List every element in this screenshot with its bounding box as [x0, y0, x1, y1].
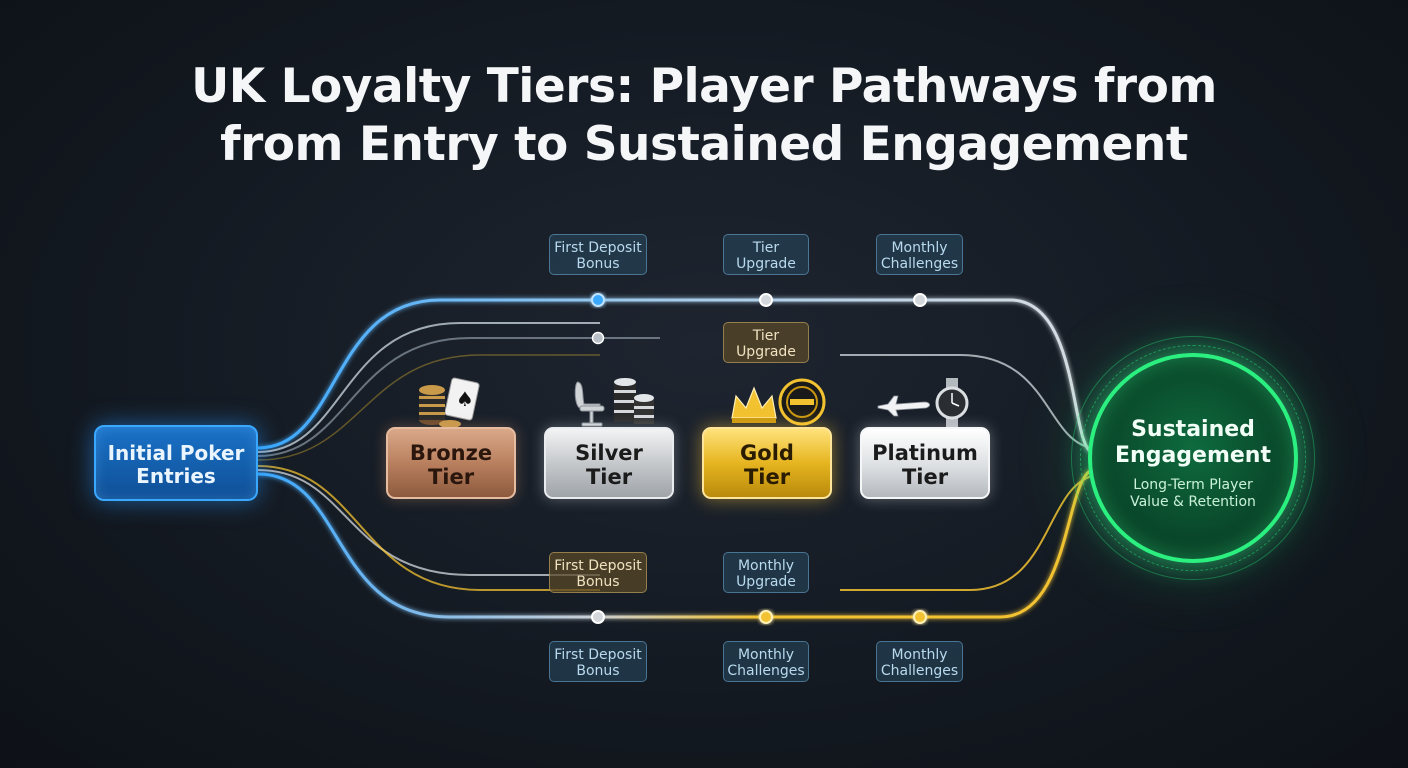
label-top-first-deposit: First Deposit Bonus: [549, 234, 647, 275]
path-top-third: [257, 337, 660, 457]
goal-title: Sustained Engagement: [1115, 417, 1271, 468]
label-bottom-first-deposit: First Deposit Bonus: [549, 641, 647, 682]
poker-chips-and-card-icon: ♠: [419, 377, 480, 428]
node-bottom-3: [913, 610, 927, 624]
entry-box-initial-poker-entries: Initial Poker Entries: [94, 425, 258, 501]
path-bottom-second: [257, 469, 600, 576]
tier-box-gold: Gold Tier: [702, 427, 832, 499]
label-lower-monthly-upgrade: Monthly Upgrade: [723, 552, 809, 593]
title-line-1: UK Loyalty Tiers: Player Pathways from: [191, 59, 1217, 114]
title-line-2: from Entry to Sustained Engagement: [220, 117, 1188, 172]
jet-and-watch-icon: [877, 378, 969, 428]
goal-outer-ring: [1071, 336, 1315, 580]
node-top-3: [913, 293, 927, 307]
tier-box-platinum: Platinum Tier: [860, 427, 990, 499]
node-top-1: [591, 293, 605, 307]
node-bottom-1: [591, 610, 605, 624]
path-top-fourth: [257, 354, 600, 461]
path-top-outer: [257, 298, 1093, 454]
svg-text:♠: ♠: [456, 387, 474, 411]
page-title: UK Loyalty Tiers: Player Pathways from f…: [0, 58, 1408, 174]
label-top-tier-upgrade: Tier Upgrade: [723, 234, 809, 275]
path-top-second: [257, 322, 600, 453]
tier-box-silver: Silver Tier: [544, 427, 674, 499]
chair-and-chips-icon: [574, 378, 654, 427]
node-upper-mid: [591, 331, 605, 345]
label-upper-tier-upgrade: Tier Upgrade: [723, 322, 809, 363]
label-bottom-monthly-challenges-2: Monthly Challenges: [876, 641, 963, 682]
label-lower-first-deposit: First Deposit Bonus: [549, 552, 647, 593]
goal-dashed-ring: [1080, 345, 1306, 571]
path-bottom-outer: [257, 468, 1093, 619]
label-bottom-monthly-challenges-1: Monthly Challenges: [723, 641, 809, 682]
node-top-2: [759, 293, 773, 307]
crown-and-medal-icon: [731, 378, 826, 426]
tier-box-bronze: Bronze Tier: [386, 427, 516, 499]
label-top-monthly-challenges: Monthly Challenges: [876, 234, 963, 275]
goal-subtitle: Long-Term Player Value & Retention: [1130, 477, 1256, 510]
node-bottom-2: [759, 610, 773, 624]
path-bottom-third: [257, 465, 600, 591]
goal-circle-sustained-engagement: Sustained Engagement Long-Term Player Va…: [1088, 353, 1298, 563]
